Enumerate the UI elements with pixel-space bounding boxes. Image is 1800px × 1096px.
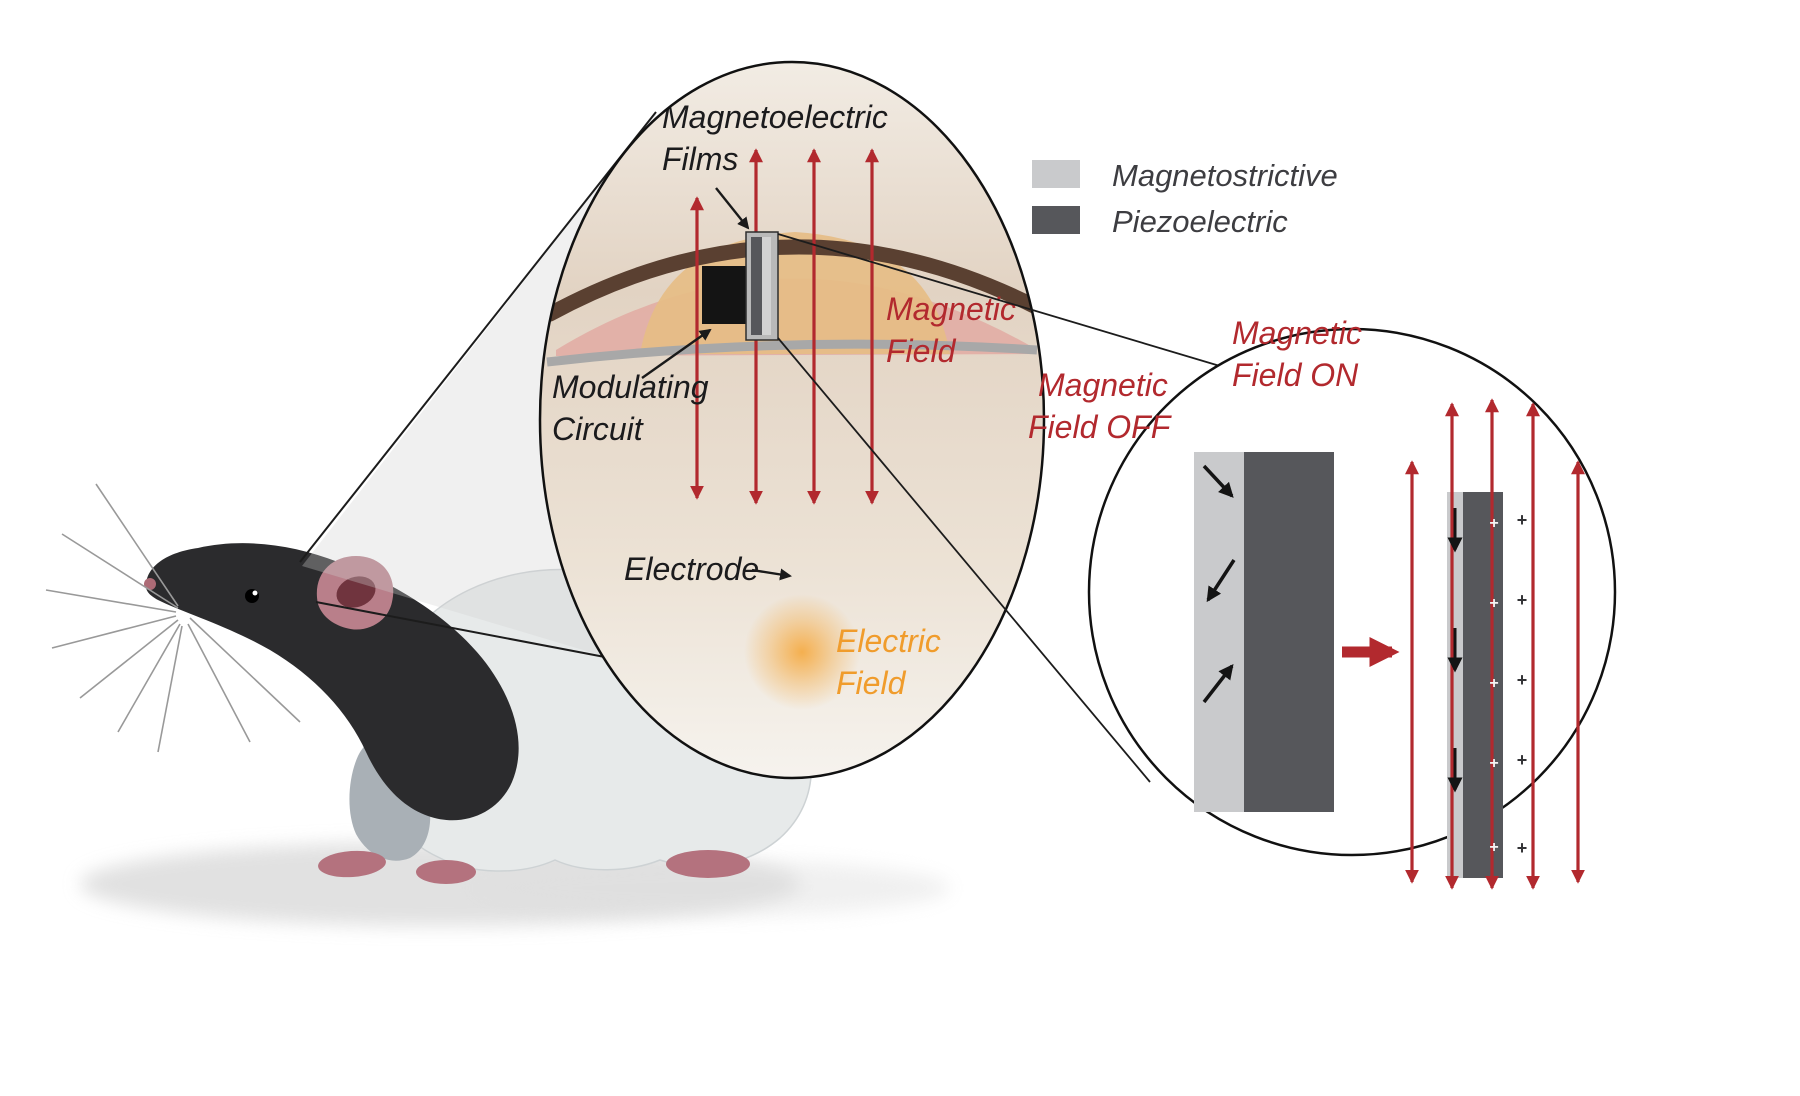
plus-sign: + [1517, 510, 1528, 530]
legend-label-magnetostrictive: Magnetostrictive [1112, 158, 1338, 193]
rat-whiskers [45, 483, 301, 753]
rat-nose [144, 578, 156, 590]
rat-ear-inner [336, 576, 376, 608]
rat-head [146, 543, 519, 821]
plus-sign: + [1489, 595, 1498, 612]
legend-label-piezoelectric: Piezoelectric [1112, 204, 1288, 239]
whisker-line [187, 623, 251, 743]
plus-sign: + [1489, 755, 1498, 772]
legend-swatch-magnetostrictive [1032, 160, 1080, 188]
rat-hind-foot [666, 850, 750, 878]
magnetic-field-label-line1: Magnetic [886, 291, 1016, 327]
circuit-label-line2: Circuit [552, 411, 644, 447]
zoom-cone-line-top [299, 111, 657, 563]
films-label-line1: Magnetoelectric [662, 99, 888, 135]
implant-zoom-outline [538, 60, 1046, 780]
plus-sign: + [1489, 675, 1498, 692]
electric-field-glow [744, 594, 860, 710]
whisker-line [51, 615, 177, 649]
field-on-label-line2: Field ON [1232, 357, 1359, 393]
field-off-label-line1: Magnetic [1038, 367, 1168, 403]
whisker-line [157, 625, 183, 753]
films-label-line2: Films [662, 141, 738, 177]
modulating-circuit-chip [702, 266, 746, 324]
mechanism-zoom-view: + + + + + + + + + + Magnetic Field OFF M… [1028, 315, 1617, 890]
plus-sign: + [1489, 515, 1498, 532]
rat-front-foot-2 [416, 860, 476, 884]
whisker-line [61, 533, 179, 609]
plus-sign: + [1517, 838, 1528, 858]
rat-eye [245, 589, 259, 603]
whisker-line [79, 619, 179, 699]
plus-sign: + [1489, 839, 1498, 856]
legend-swatch-piezoelectric [1032, 206, 1080, 234]
electric-field-label-line1: Electric [836, 623, 941, 659]
whisker-line [45, 589, 177, 613]
electric-field-label-line2: Field [836, 665, 907, 701]
film-magnetostrictive-layer [762, 237, 771, 335]
magnetic-field-label-line2: Field [886, 333, 957, 369]
whisker-line [95, 483, 179, 607]
zoom-cone-line-bottom [315, 601, 611, 659]
applied-field-arrows [1405, 398, 1585, 890]
legend: Magnetostrictive Piezoelectric [1032, 158, 1338, 239]
rat-eye-glint [252, 590, 258, 596]
off-piezoelectric-layer [1244, 452, 1334, 812]
plus-sign: + [1517, 590, 1528, 610]
films-pointer-arrow [715, 187, 750, 230]
surface-charge-plus-signs: + + + + + + + + + + [1489, 510, 1527, 858]
circuit-pointer-arrow [641, 328, 712, 379]
whisker-line [189, 617, 301, 723]
skull-arc [542, 239, 1042, 322]
magnetization-arrow [1202, 664, 1234, 704]
film-off-state [1194, 452, 1334, 812]
field-off-label-line2: Field OFF [1028, 409, 1173, 445]
film-piezoelectric-layer [751, 237, 762, 335]
field-on-label-line1: Magnetic [1232, 315, 1362, 351]
mechanism-zoom-outline [1087, 327, 1617, 857]
electrode-label: Electrode [624, 551, 759, 587]
off-magnetization-arrows [1202, 464, 1236, 704]
circuit-label-line1: Modulating [552, 369, 709, 405]
whisker-line [117, 623, 181, 733]
implant-zoom-view: Magnetoelectric Films Modulating Circuit… [538, 60, 1046, 780]
plus-sign: + [1517, 750, 1528, 770]
plus-sign: + [1517, 670, 1528, 690]
off-magnetostrictive-layer [1194, 452, 1244, 812]
electrode-pointer-arrow [751, 568, 792, 581]
magnetization-arrow [1202, 464, 1234, 498]
magnetization-arrow [1206, 559, 1236, 603]
skull-base-line [546, 339, 1038, 367]
rat-front-foot [318, 850, 386, 878]
mechanism-zoom-line-top [777, 233, 1241, 373]
mechanism-zoom-line-bottom [777, 337, 1151, 783]
rat-shadow-right [470, 860, 950, 916]
